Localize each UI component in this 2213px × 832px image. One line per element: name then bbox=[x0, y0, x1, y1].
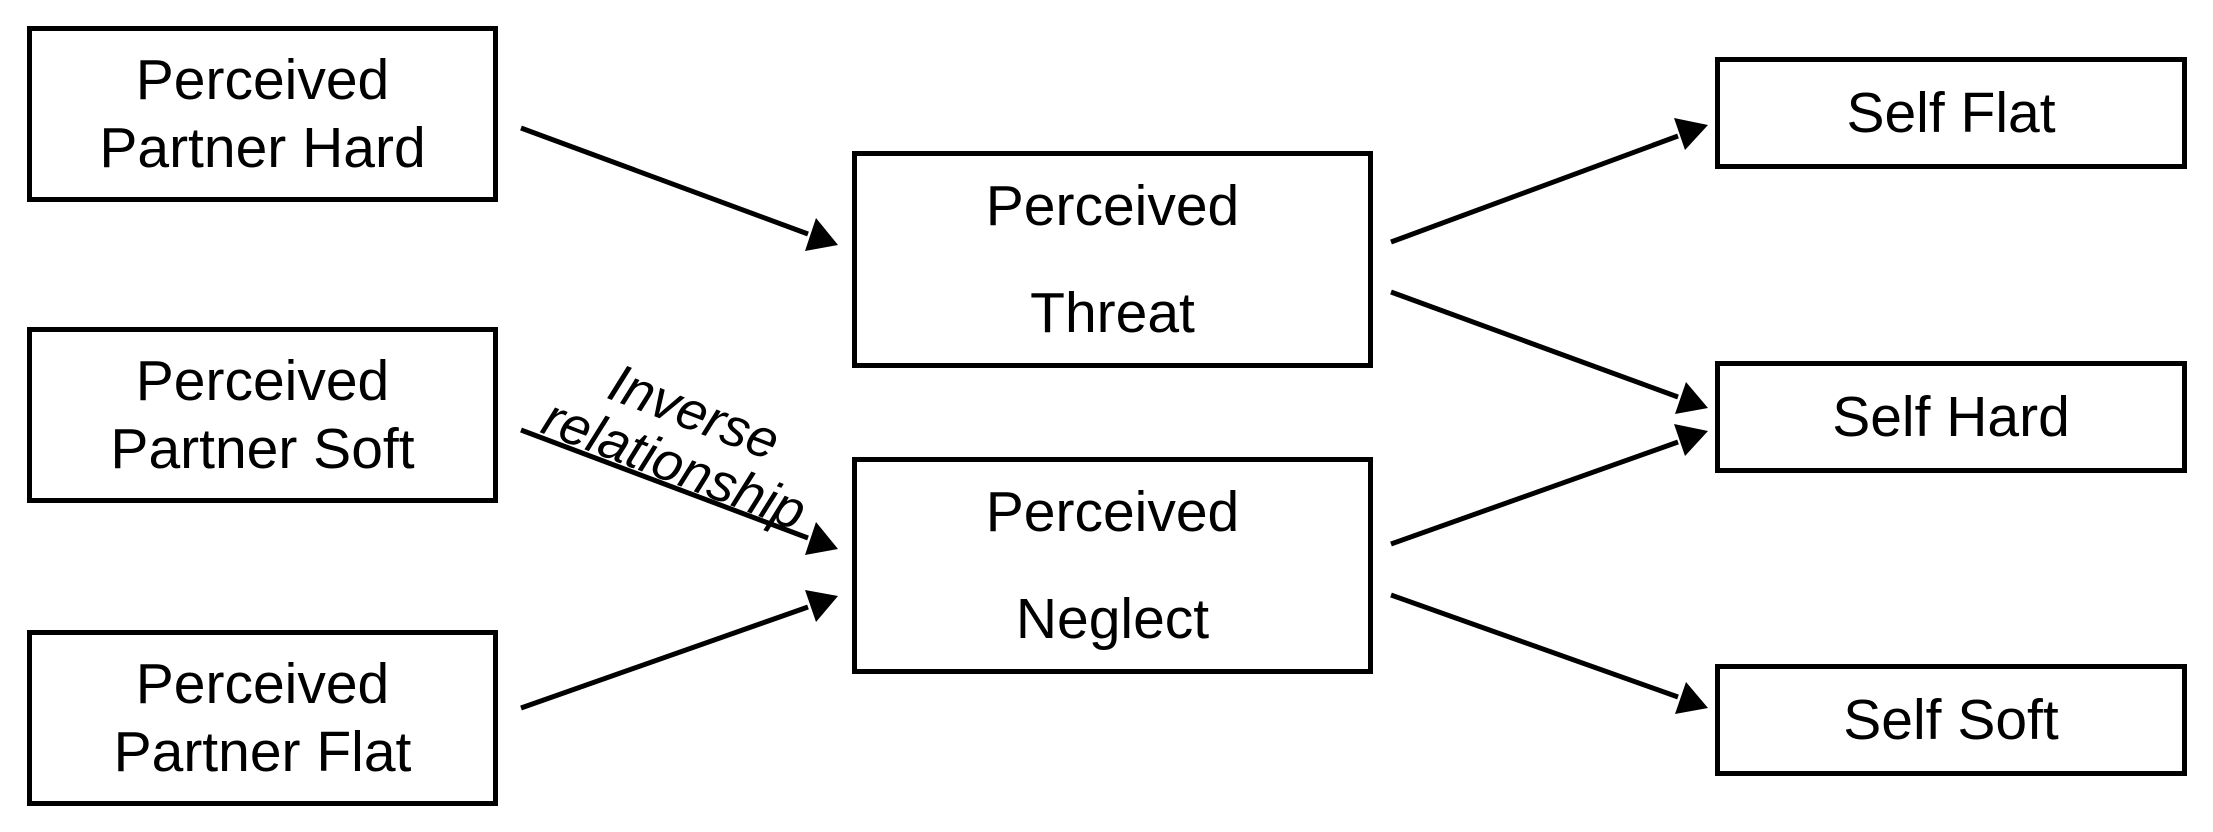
node-perceived-partner-hard: Perceived Partner Hard bbox=[27, 26, 498, 202]
node-label-line2: Neglect bbox=[1015, 586, 1210, 651]
node-label: Self Flat bbox=[1846, 80, 2056, 145]
node-perceived-threat: Perceived Threat bbox=[852, 151, 1373, 368]
edge-partner-soft-to-neglect bbox=[520, 427, 838, 555]
node-perceived-partner-flat: Perceived Partner Flat bbox=[27, 630, 498, 806]
edge-label-inverse-relationship: Inverse relationship bbox=[535, 353, 814, 543]
node-perceived-partner-soft: Perceived Partner Soft bbox=[27, 327, 498, 503]
node-label-line1: Perceived bbox=[135, 47, 390, 112]
node-label-line2: Partner Flat bbox=[113, 720, 412, 784]
edge-partner-hard-to-threat bbox=[520, 125, 838, 251]
edge-neglect-to-self-soft bbox=[1390, 592, 1708, 714]
node-label-line2: Partner Hard bbox=[99, 116, 426, 180]
node-label-line1: Perceived bbox=[135, 348, 390, 413]
node-self-hard: Self Hard bbox=[1715, 361, 2187, 473]
node-label-line1: Perceived bbox=[135, 651, 390, 716]
node-label: Self Hard bbox=[1832, 384, 2070, 449]
node-label-line1: Perceived bbox=[985, 480, 1240, 545]
node-label-line2: Threat bbox=[1030, 280, 1195, 345]
node-label: Self Soft bbox=[1843, 687, 2059, 752]
edge-threat-to-self-hard bbox=[1390, 289, 1708, 414]
edge-neglect-to-self-hard bbox=[1390, 424, 1708, 547]
node-label-line1: Perceived bbox=[985, 174, 1240, 239]
node-self-flat: Self Flat bbox=[1715, 57, 2187, 169]
node-self-soft: Self Soft bbox=[1715, 664, 2187, 776]
edge-partner-flat-to-neglect bbox=[520, 590, 838, 711]
node-perceived-neglect: Perceived Neglect bbox=[852, 457, 1373, 674]
node-label-line2: Partner Soft bbox=[110, 417, 415, 481]
edge-threat-to-self-flat bbox=[1390, 118, 1708, 245]
